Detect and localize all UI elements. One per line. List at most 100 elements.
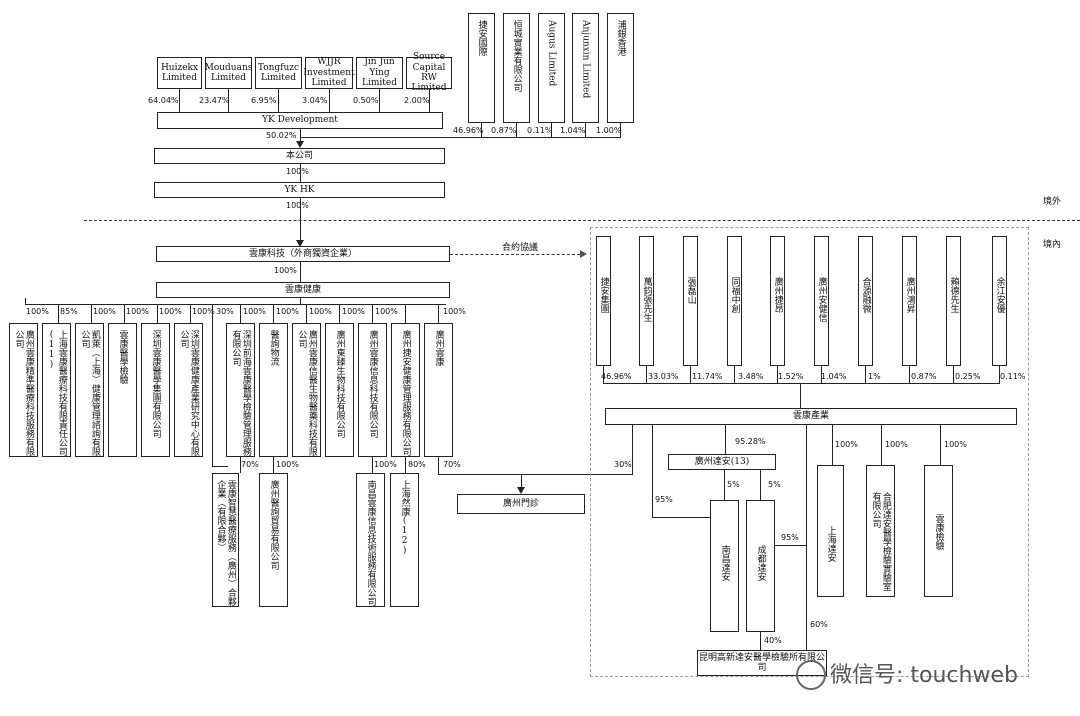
connector: [25, 298, 26, 304]
shareholder-box: Tongfuzc Limited: [255, 57, 302, 89]
shareholder-box: Augus Limited: [538, 13, 565, 123]
vie-holder-box: 廣州鴻昇: [902, 236, 917, 366]
connector: [724, 470, 725, 500]
pct-label: 100%: [159, 307, 182, 316]
yk-hk-box: YK HK: [154, 182, 445, 198]
pct-label: 3.04%: [302, 96, 328, 105]
connector: [438, 304, 439, 323]
connector: [91, 304, 92, 323]
connector: [725, 425, 726, 454]
offshore-onshore-divider: [84, 220, 1080, 221]
pct-label: 6.95%: [251, 96, 277, 105]
pct-label: 100%: [286, 167, 309, 176]
pct-label: 100%: [342, 307, 365, 316]
company-box: 本公司: [154, 148, 445, 164]
pct-label: 100%: [276, 460, 299, 469]
vie-holder-box: 合源融微: [858, 236, 873, 366]
pct-label: 1%: [868, 372, 881, 381]
connector: [632, 425, 633, 475]
subsidiary-box: 廣州雲康: [424, 323, 453, 457]
connector: [300, 262, 301, 282]
connector: [58, 304, 59, 323]
pct-label: 95.28%: [735, 437, 766, 446]
pct-label: 100%: [126, 307, 149, 316]
pct-label: 100%: [93, 307, 116, 316]
arrow-right-icon: [580, 250, 587, 258]
connector: [179, 89, 180, 112]
connector: [806, 425, 807, 650]
pct-label: 46.96%: [601, 372, 632, 381]
connector: [429, 89, 430, 112]
pct-label: 100%: [192, 307, 215, 316]
connector: [690, 366, 691, 383]
subsidiary-box: 雲康醫學檢驗: [108, 323, 137, 457]
connector: [438, 457, 439, 474]
pct-label: 100%: [276, 307, 299, 316]
connector: [646, 366, 647, 383]
onshore-label: 境內: [1043, 240, 1062, 250]
vie-holder-box: 廣州捷昂: [770, 236, 785, 366]
vie-holder-box: 捷安集團: [596, 236, 611, 366]
pct-label: 100%: [309, 307, 332, 316]
connector: [372, 457, 373, 473]
vie-holder-box: 同福中創: [727, 236, 742, 366]
subsidiary-box: 深圳雲康健康產業研究中心有限公司: [174, 323, 203, 457]
subsidiary-box: 廣州雲康信息科技有限公司: [358, 323, 387, 457]
pct-label: 100%: [944, 440, 967, 449]
connector: [228, 89, 229, 112]
pct-label: 100%: [835, 440, 858, 449]
contract-label: 合約協議: [502, 243, 539, 253]
connector: [124, 304, 125, 323]
offshore-label: 境外: [1043, 197, 1062, 207]
connector: [521, 474, 522, 488]
vie-holder-box: 萬鈞張先生: [639, 236, 654, 366]
connector: [379, 89, 380, 112]
connector: [603, 366, 604, 383]
subsidiary-box: 深圳前海雲康醫學檢驗管理服務有限公司: [226, 323, 255, 457]
connector: [603, 383, 1000, 384]
subsidiary-box: 雲康智慧醫療服務（廣州）合夥企業（有限合夥）: [212, 473, 239, 607]
shareholder-box: 捷安國際: [468, 13, 495, 123]
connector: [240, 304, 241, 323]
pct-label: 85%: [60, 307, 78, 316]
guangzhou-jiean-box: 廣州達安(13): [668, 454, 776, 470]
pct-label: 46.96%: [453, 126, 484, 135]
chengdu-jiean-box: 成都達安: [746, 500, 775, 632]
pct-label: 1.04%: [560, 126, 586, 135]
pct-label: 70%: [241, 460, 259, 469]
subsidiary-box: 雲康檢驗: [924, 465, 953, 597]
connector: [585, 123, 586, 137]
subsidiary-box: 醫詢物流: [259, 323, 288, 457]
vie-holder-box: 賴德先生: [946, 236, 961, 366]
connector: [821, 366, 822, 383]
connector: [25, 304, 446, 305]
connector: [953, 366, 954, 383]
pct-label: 5%: [768, 480, 781, 489]
nanchang-jiean-box: 南昌達安: [710, 500, 739, 632]
connector: [240, 457, 241, 473]
connector: [940, 425, 941, 465]
connector: [372, 304, 373, 323]
vie-holder-box: 張磊山: [683, 236, 698, 366]
vie-holder-box: 廣州安健信: [814, 236, 829, 366]
yk-development-box: YK Development: [157, 112, 443, 129]
connector: [777, 366, 778, 383]
watermark-text: 微信号: touchweb: [830, 663, 1018, 688]
connector: [551, 123, 552, 137]
vie-holder-box: 余江安優: [992, 236, 1007, 366]
connector: [273, 457, 274, 473]
connector: [832, 425, 833, 465]
connector: [865, 366, 866, 383]
guangzhou-clinic-box: 廣州門診: [457, 494, 585, 514]
subsidiary-box: 上海雲康醫療科技有限責任公司(11): [42, 323, 71, 457]
connector: [300, 164, 301, 182]
pct-label: 0.87%: [911, 372, 937, 381]
subsidiary-box: 南昌雲康信息技術服務有限公司: [356, 473, 385, 607]
connector: [999, 366, 1000, 383]
subsidiary-box: 廣州捷安健康管理服務有限公司: [391, 323, 420, 457]
pct-label: 0.87%: [491, 126, 517, 135]
pct-label: 0.11%: [527, 126, 553, 135]
pct-label: 100%: [443, 307, 466, 316]
shareholder-box: Source Capital RW Limited: [406, 52, 452, 93]
pct-label: 0.50%: [353, 96, 379, 105]
